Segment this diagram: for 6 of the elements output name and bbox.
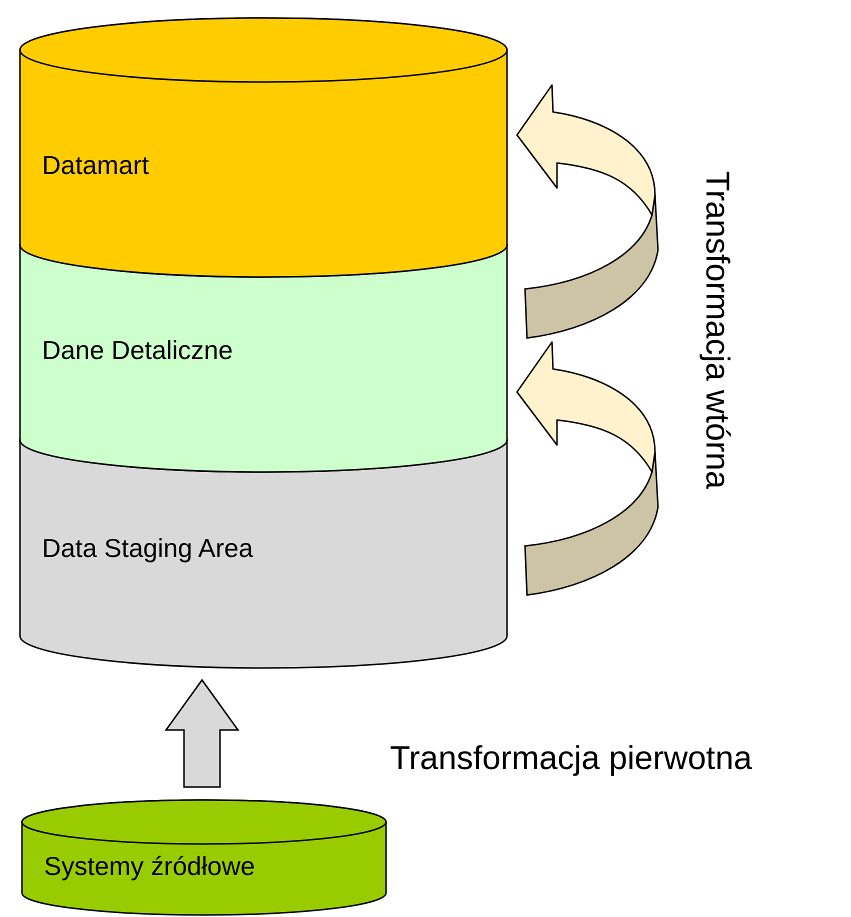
transformation-label: Transformacja pierwotna <box>390 741 752 774</box>
layer-label: Dane Detaliczne <box>42 337 233 363</box>
layer-label: Systemy źródłowe <box>44 853 255 879</box>
layer-label: Datamart <box>42 152 149 178</box>
vertical-label: Transformacja wtórna <box>702 171 734 489</box>
layer-label: Data Staging Area <box>42 535 254 561</box>
